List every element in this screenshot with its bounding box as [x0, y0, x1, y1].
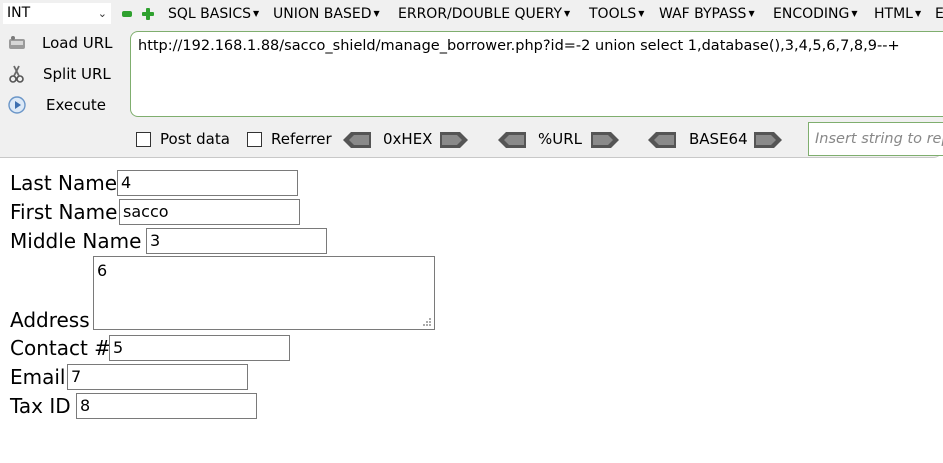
url-encode-arrow-icon[interactable]	[591, 132, 619, 148]
injection-type-select[interactable]: INT ⌄	[3, 3, 111, 24]
menu-label: TOOLS	[589, 6, 637, 22]
base64-encode-arrow-icon[interactable]	[754, 132, 782, 148]
load-url-button[interactable]: Load URL	[4, 29, 119, 57]
middle-name-field[interactable]: 3	[146, 228, 327, 254]
menu-label: SQL BASICS	[168, 6, 252, 22]
contact-value: 5	[113, 338, 124, 357]
referrer-checkbox[interactable]	[247, 132, 262, 147]
last-name-label: Last Name	[10, 171, 118, 195]
hex-decode-arrow-icon[interactable]	[343, 132, 371, 148]
injection-type-value: INT	[7, 5, 31, 21]
caret-down-icon: ▼	[564, 9, 571, 18]
play-icon	[8, 96, 26, 114]
first-name-label: First Name	[10, 200, 118, 224]
menu-label: E	[935, 6, 943, 22]
url-input[interactable]: http://192.168.1.88/sacco_shield/manage_…	[130, 31, 943, 117]
tax-id-label: Tax ID	[10, 394, 71, 418]
post-data-label: Post data	[160, 130, 230, 148]
menu-union-based[interactable]: UNION BASED▼	[273, 5, 380, 23]
email-value: 7	[71, 367, 82, 386]
address-textarea[interactable]: 6	[93, 256, 435, 330]
menu-label: HTML	[874, 6, 913, 22]
last-name-field[interactable]: 4	[117, 170, 298, 196]
menu-sql-basics[interactable]: SQL BASICS▼	[168, 5, 259, 23]
email-field[interactable]: 7	[67, 364, 248, 390]
tax-id-value: 8	[80, 396, 91, 415]
tax-id-field[interactable]: 8	[76, 393, 257, 419]
first-name-field[interactable]: sacco	[119, 199, 300, 225]
caret-down-icon: ▼	[253, 9, 260, 18]
split-url-label: Split URL	[43, 65, 111, 83]
address-value: 6	[97, 261, 108, 280]
hex-encode-arrow-icon[interactable]	[440, 132, 468, 148]
minus-icon[interactable]	[122, 11, 132, 17]
middle-name-label: Middle Name	[10, 229, 142, 253]
menu-overflow[interactable]: E	[935, 5, 943, 23]
last-name-value: 4	[121, 173, 132, 192]
menu-label: WAF BYPASS	[659, 6, 747, 22]
resize-grip-icon[interactable]	[422, 317, 432, 327]
hex-label: 0xHEX	[383, 130, 433, 148]
caret-down-icon: ▼	[851, 9, 858, 18]
caret-down-icon: ▼	[373, 9, 380, 18]
caret-down-icon: ▼	[914, 9, 922, 18]
chevron-down-icon: ⌄	[97, 7, 107, 20]
menu-label: ERROR/DOUBLE QUERY	[398, 6, 563, 22]
url-text: http://192.168.1.88/sacco_shield/manage_…	[138, 38, 900, 54]
url-decode-arrow-icon[interactable]	[498, 132, 526, 148]
email-label: Email	[10, 365, 66, 389]
menu-tools[interactable]: TOOLS▼	[589, 5, 644, 23]
menu-encoding[interactable]: ENCODING▼	[773, 5, 858, 23]
hackbar-panel: INT ⌄ SQL BASICS▼ UNION BASED▼ ERROR/DOU…	[0, 0, 943, 158]
load-url-label: Load URL	[42, 34, 113, 52]
caret-down-icon: ▼	[748, 9, 755, 18]
split-url-button[interactable]: Split URL	[4, 60, 119, 88]
middle-name-value: 3	[150, 231, 161, 250]
hackbar-menubar: INT ⌄ SQL BASICS▼ UNION BASED▼ ERROR/DOU…	[0, 0, 943, 28]
contact-label: Contact #	[10, 336, 111, 360]
referrer-label: Referrer	[271, 130, 332, 148]
menu-html[interactable]: HTML▼	[874, 5, 921, 23]
menu-waf-bypass[interactable]: WAF BYPASS▼	[659, 5, 755, 23]
scissors-icon	[9, 65, 24, 83]
url-encode-label: %URL	[538, 130, 583, 148]
caret-down-icon: ▼	[638, 9, 645, 18]
execute-button[interactable]: Execute	[4, 91, 119, 119]
plus-icon[interactable]	[142, 8, 154, 20]
post-data-checkbox[interactable]	[136, 132, 151, 147]
insert-string-placeholder: Insert string to replace	[815, 131, 943, 147]
menu-label: ENCODING	[773, 6, 850, 22]
base64-label: BASE64	[689, 130, 748, 148]
first-name-value: sacco	[123, 202, 169, 221]
load-url-icon	[9, 36, 25, 49]
execute-label: Execute	[46, 96, 106, 114]
insert-string-input[interactable]: Insert string to replace	[808, 122, 943, 156]
base64-decode-arrow-icon[interactable]	[648, 132, 676, 148]
contact-field[interactable]: 5	[109, 335, 290, 361]
options-row: Post data Referrer 0xHEX %URL BASE64	[0, 126, 943, 154]
menu-label: UNION BASED	[273, 6, 372, 22]
address-label: Address	[10, 308, 90, 332]
menu-error-double-query[interactable]: ERROR/DOUBLE QUERY▼	[398, 5, 570, 23]
